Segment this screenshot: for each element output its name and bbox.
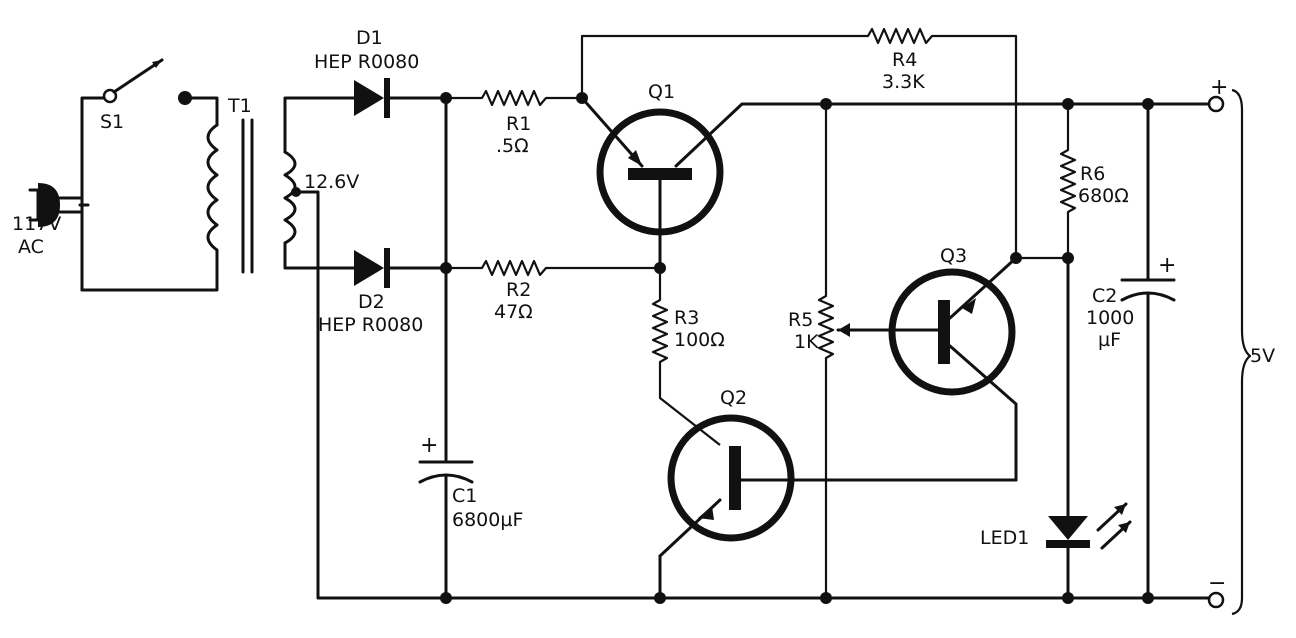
output-voltage-label: 5V	[1250, 345, 1275, 367]
d1-part-label: HEP R0080	[314, 51, 419, 73]
r6-value-label: 680Ω	[1078, 185, 1129, 207]
output-plus-label: +	[1210, 75, 1228, 100]
q3-label: Q3	[940, 245, 967, 267]
switch-s1	[102, 58, 192, 105]
ac-label: AC	[18, 236, 44, 258]
q1-label: Q1	[648, 81, 675, 103]
c2-unit-label: µF	[1098, 329, 1121, 351]
resistor-r3	[651, 268, 721, 446]
resistor-r6	[1016, 98, 1077, 264]
potentiometer-r5	[817, 98, 892, 604]
r4-value-label: 3.3K	[882, 71, 925, 93]
r5-ref-label: R5	[788, 309, 813, 331]
c1-value-label: 6800µF	[452, 509, 523, 531]
transistor-q2	[654, 414, 1018, 604]
r1-ref-label: R1	[506, 113, 531, 135]
output-terminals	[1207, 88, 1252, 616]
r4-ref-label: R4	[892, 49, 917, 71]
resistor-r1	[446, 89, 582, 107]
s1-label: S1	[100, 111, 124, 133]
ac-plug	[28, 183, 90, 227]
diode-d1	[354, 78, 448, 118]
secondary-tap-label: 12.6V	[304, 171, 359, 193]
q2-label: Q2	[720, 387, 747, 409]
resistor-r4	[576, 27, 1018, 255]
led1	[1046, 256, 1132, 604]
t1-label: T1	[227, 95, 252, 117]
d2-part-label: HEP R0080	[318, 314, 423, 336]
c1-plus-label: +	[420, 433, 438, 458]
primary-wiring	[80, 96, 219, 292]
ac-voltage-label: 117V	[12, 213, 61, 235]
r1-value-label: .5Ω	[496, 135, 529, 157]
c2-value-label: 1000	[1086, 307, 1134, 329]
output-minus-label: −	[1208, 571, 1226, 596]
resistor-r2	[446, 259, 660, 277]
transistor-q3	[888, 252, 1022, 482]
r6-ref-label: R6	[1080, 163, 1105, 185]
r3-value-label: 100Ω	[674, 329, 725, 351]
c2-ref-label: C2	[1092, 285, 1117, 307]
d1-ref-label: D1	[356, 27, 383, 49]
c2-plus-label: +	[1158, 253, 1176, 278]
transistor-q1	[580, 96, 1218, 274]
c1-ref-label: C1	[452, 485, 477, 507]
transformer-t1	[206, 96, 448, 600]
r2-value-label: 47Ω	[494, 301, 533, 323]
capacitor-c2	[1120, 98, 1176, 604]
d2-ref-label: D2	[358, 291, 385, 313]
capacitor-c1	[418, 92, 474, 604]
r3-ref-label: R3	[674, 307, 699, 329]
diode-d2	[354, 248, 448, 288]
r5-value-label: 1K	[794, 331, 819, 353]
r2-ref-label: R2	[506, 279, 531, 301]
led1-label: LED1	[980, 527, 1029, 549]
